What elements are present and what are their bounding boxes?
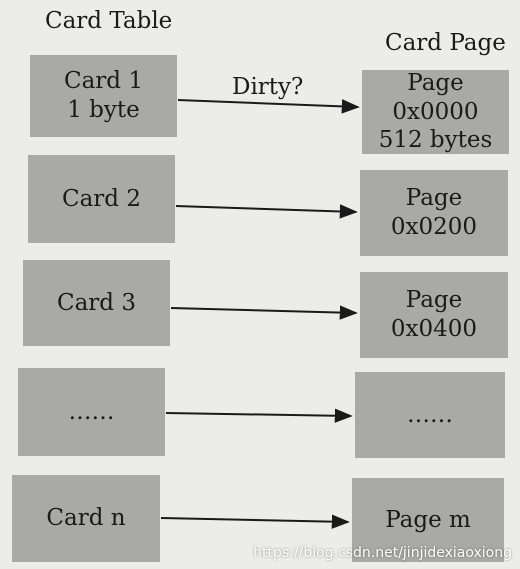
card-box-1: Card 1 1 byte	[30, 55, 177, 137]
page-box-2: Page 0x0200	[360, 170, 508, 256]
page-m-label: Page m	[385, 506, 471, 533]
page-box-ellipsis: ……	[355, 372, 505, 458]
page-box-1: Page 0x0000 512 bytes	[362, 70, 509, 154]
card-n-label: Card n	[46, 505, 126, 532]
dirty-label: Dirty?	[232, 74, 304, 100]
page-1-label: Page 0x0000	[392, 69, 479, 125]
arrow-2	[175, 204, 358, 219]
arrow-5	[160, 514, 350, 529]
watermark-url: https://blog.csdn.net/jinjidexiaoxiong	[253, 545, 512, 561]
page-box-3: Page 0x0400	[360, 272, 508, 358]
arrow-3	[170, 305, 358, 320]
card-box-3: Card 3	[23, 260, 170, 346]
arrow-1	[177, 99, 360, 114]
page-3-label: Page 0x0400	[390, 287, 478, 342]
page-1-size: 512 bytes	[378, 127, 493, 154]
card-box-2: Card 2	[28, 155, 175, 243]
card-ellipsis-label: ……	[68, 398, 115, 425]
card-2-label: Card 2	[62, 185, 141, 212]
page-ellipsis-label: ……	[407, 401, 453, 428]
card-box-ellipsis: ……	[18, 368, 165, 456]
card-3-label: Card 3	[57, 289, 136, 316]
card-1-label: Card 1	[64, 68, 143, 95]
card-box-n: Card n	[12, 475, 160, 562]
card-table-header: Card Table	[45, 8, 173, 34]
card-page-header: Card Page	[385, 30, 506, 56]
arrow-4	[165, 408, 353, 423]
page-box-m: Page m	[352, 478, 504, 562]
page-2-label: Page 0x0200	[390, 185, 478, 240]
card-1-size: 1 byte	[67, 97, 140, 123]
